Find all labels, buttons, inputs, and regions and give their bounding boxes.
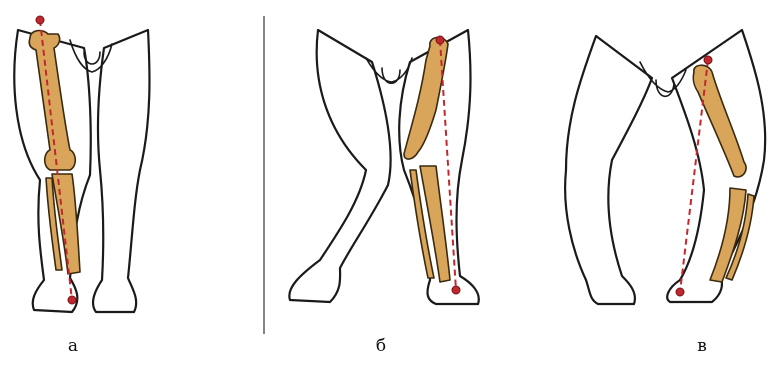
caption-a: а [58,336,88,356]
panel-c-axis-dot-bottom [676,288,684,296]
panel-c [565,30,765,304]
caption-b: б [366,336,396,356]
panel-c-axis-dot-top [704,56,712,64]
panel-b-axis-dot-top [436,36,444,44]
panel-b [289,30,478,304]
panel-b-axis-dot-bottom [452,286,460,294]
panel-a [14,16,149,312]
panel-c-leg-left [565,36,652,304]
panel-a-axis-dot-top [36,16,44,24]
caption-c: в [687,336,717,356]
panel-a-leg-right [93,30,149,312]
panel-a-axis-dot-bottom [68,296,76,304]
